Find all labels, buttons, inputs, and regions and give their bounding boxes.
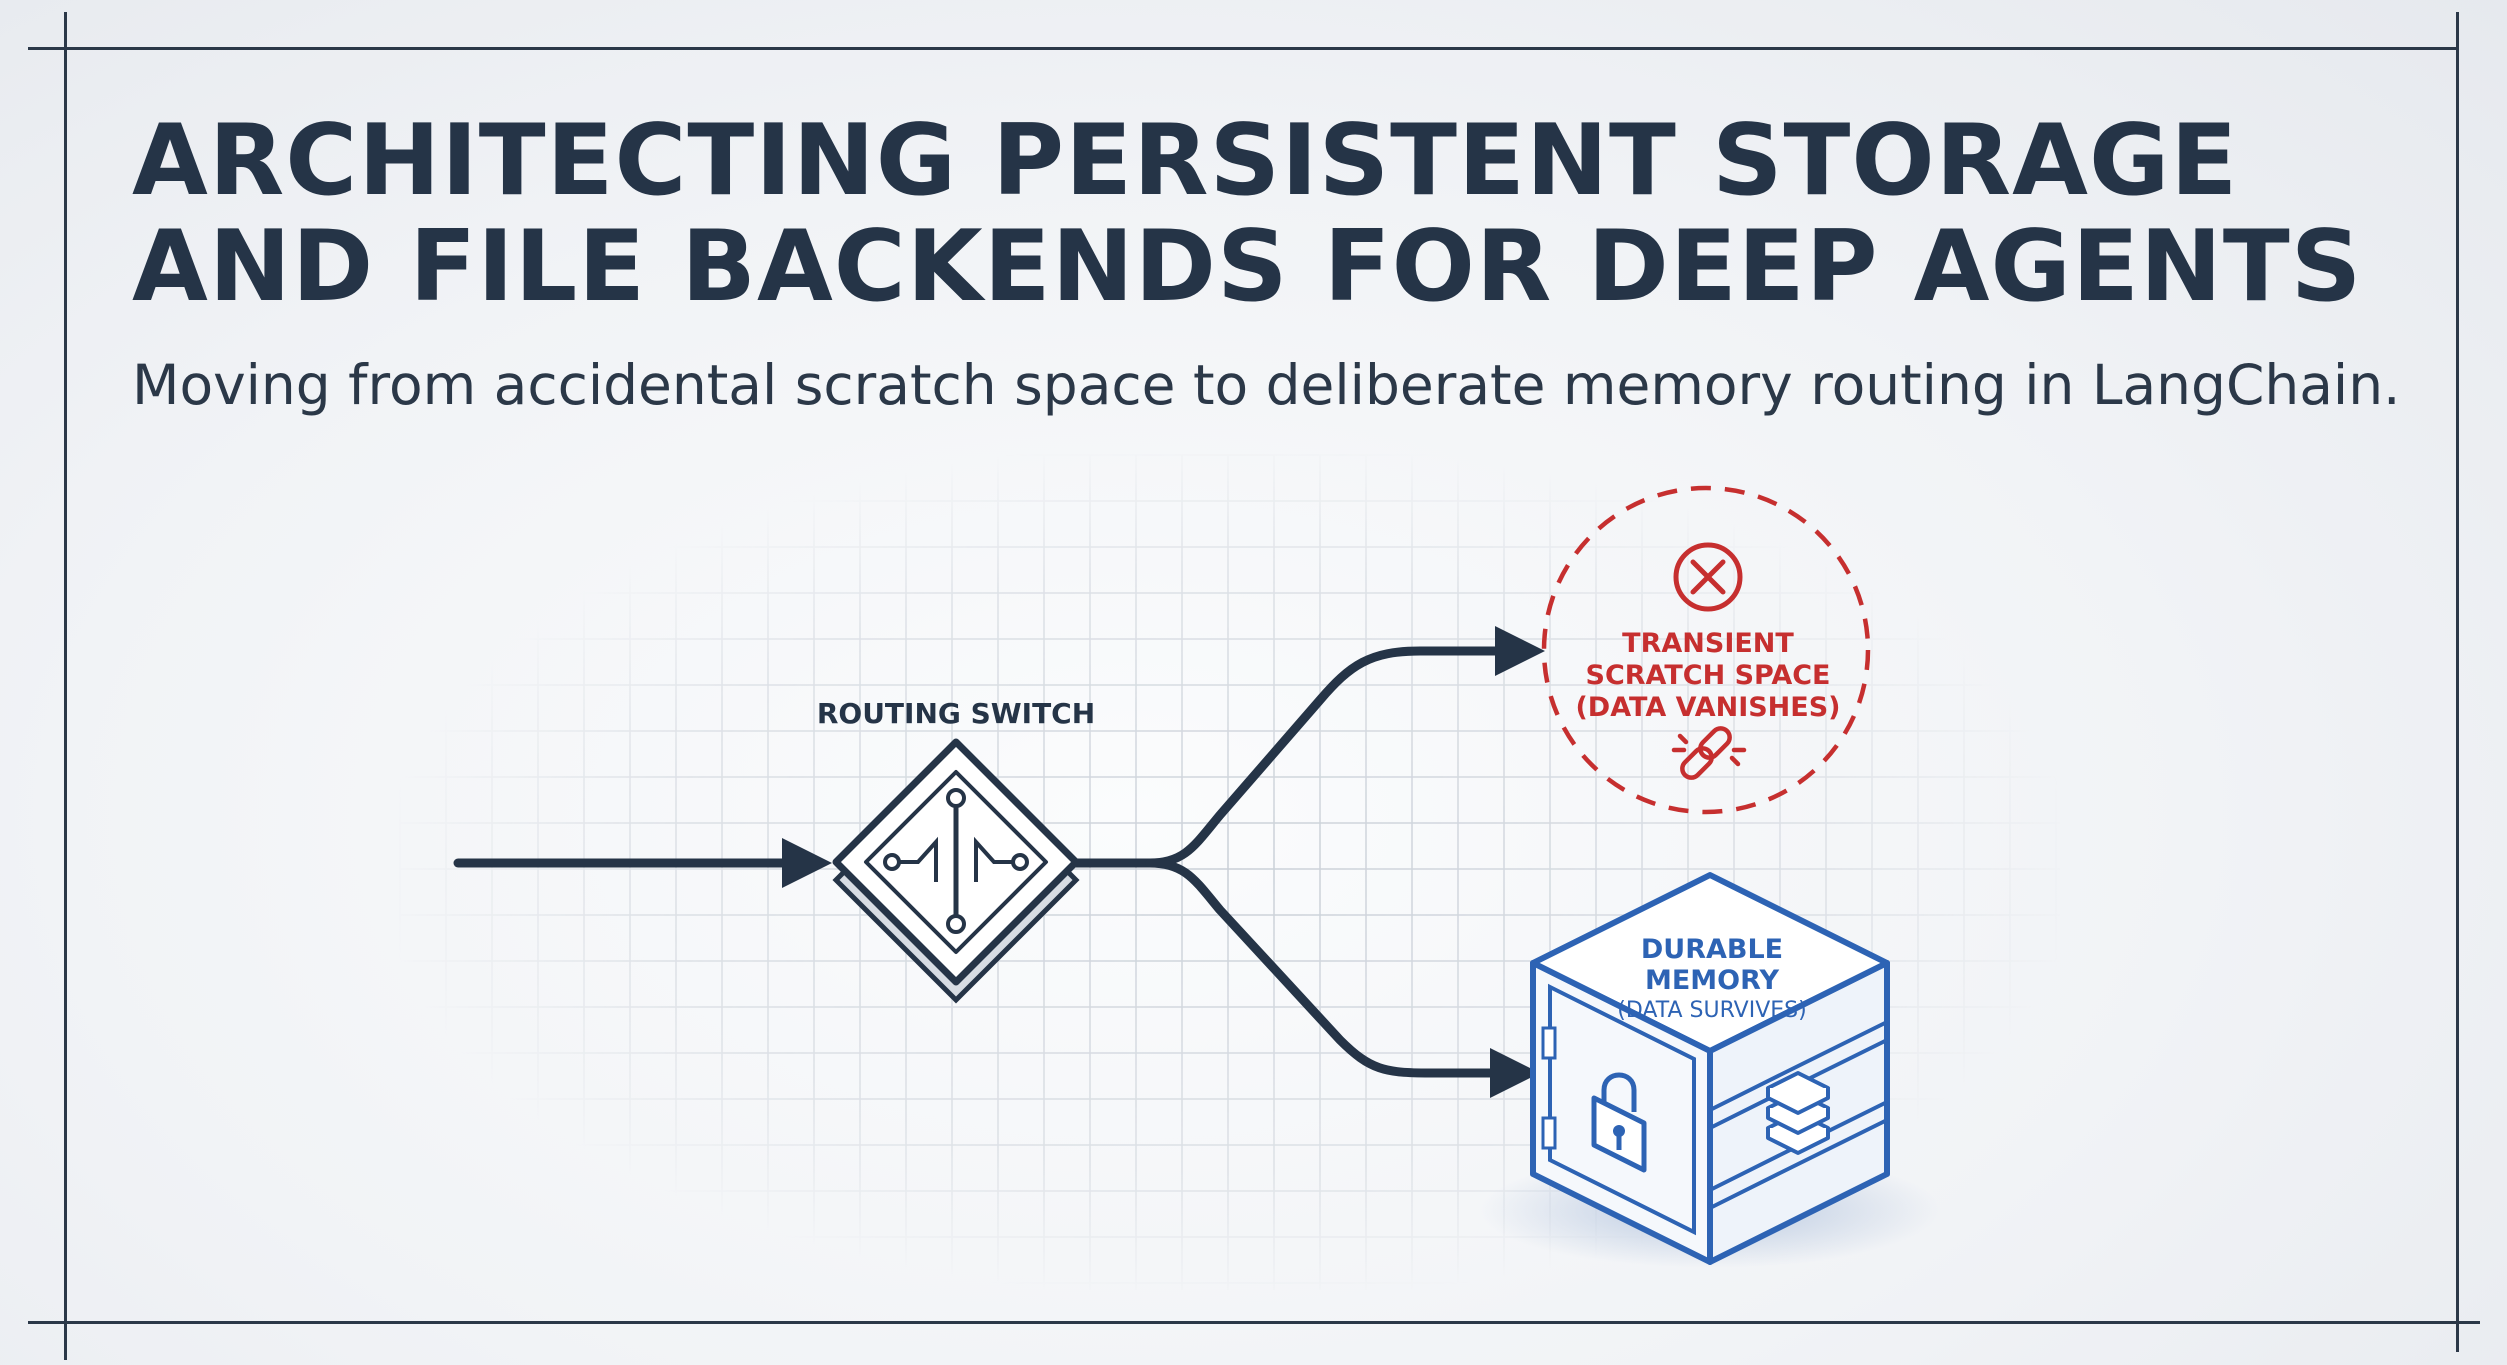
title-line-1: ARCHITECTING PERSISTENT STORAGE: [132, 104, 2239, 218]
transient-label-line-1: TRANSIENT: [1622, 628, 1794, 659]
broken-link-icon: [1671, 726, 1747, 780]
input-arrow: [453, 838, 832, 888]
frame-left-rule: [64, 12, 67, 1360]
durable-label-line-1: DURABLE: [1641, 934, 1783, 965]
durable-label-line-3: (DATA SURVIVES): [1617, 998, 1806, 1023]
routing-switch-icon: [832, 738, 1080, 1004]
lower-branch-arrow: [1145, 858, 1540, 1098]
transient-scratch-node: TRANSIENT SCRATCH SPACE (DATA VANISHES): [1541, 485, 1871, 815]
stack-icon: [1766, 1071, 1830, 1155]
padlock-icon: [1591, 1072, 1647, 1173]
durable-label-line-2: MEMORY: [1645, 965, 1779, 996]
page-subtitle: Moving from accidental scratch space to …: [132, 353, 2401, 417]
frame-bottom-rule: [28, 1321, 2480, 1324]
durable-memory-node: DURABLE MEMORY (DATA SURVIVES): [1480, 872, 1940, 1268]
x-circle-icon: [1673, 542, 1743, 612]
frame-top-rule: [28, 47, 2458, 50]
transient-label-line-2: SCRATCH SPACE: [1586, 660, 1831, 691]
frame-right-rule: [2456, 12, 2459, 1352]
upper-branch-arrow: [1071, 626, 1545, 868]
transient-label-line-3: (DATA VANISHES): [1575, 692, 1840, 723]
page-title: ARCHITECTING PERSISTENT STORAGE AND FILE…: [132, 108, 2382, 320]
routing-switch-label: ROUTING SWITCH: [817, 697, 1095, 730]
title-line-2: AND FILE BACKENDS FOR DEEP AGENTS: [132, 210, 2363, 324]
